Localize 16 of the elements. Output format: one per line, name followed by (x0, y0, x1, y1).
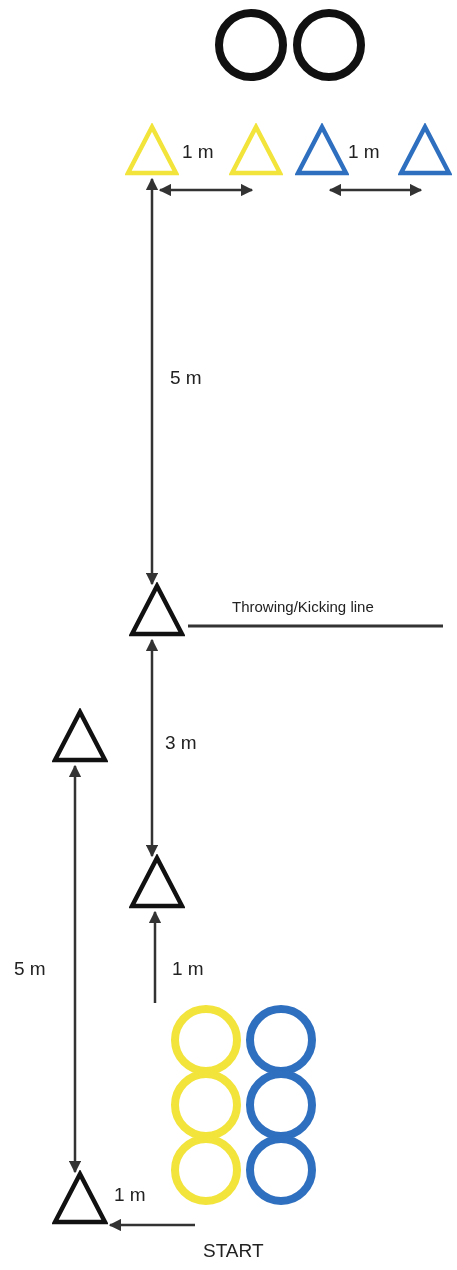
measurement-arrow (328, 183, 423, 197)
measurement-arrow (68, 764, 82, 1174)
edge-label: 1 m (172, 959, 204, 978)
edge-label: 1 m (182, 142, 214, 161)
measurement-arrow (145, 638, 159, 858)
measurement-arrow (145, 177, 159, 586)
measurement-arrow (158, 183, 254, 197)
edge-label: 1 m (348, 142, 380, 161)
measurement-arrow (108, 1218, 195, 1232)
edge-label: 5 m (14, 959, 46, 978)
edge-label: 3 m (165, 733, 197, 752)
measurement-arrow (148, 910, 162, 1003)
edge-label: 5 m (170, 368, 202, 387)
line-label: Throwing/Kicking line (232, 599, 374, 614)
edge-label: 1 m (114, 1185, 146, 1204)
start-label: START (203, 1241, 264, 1260)
